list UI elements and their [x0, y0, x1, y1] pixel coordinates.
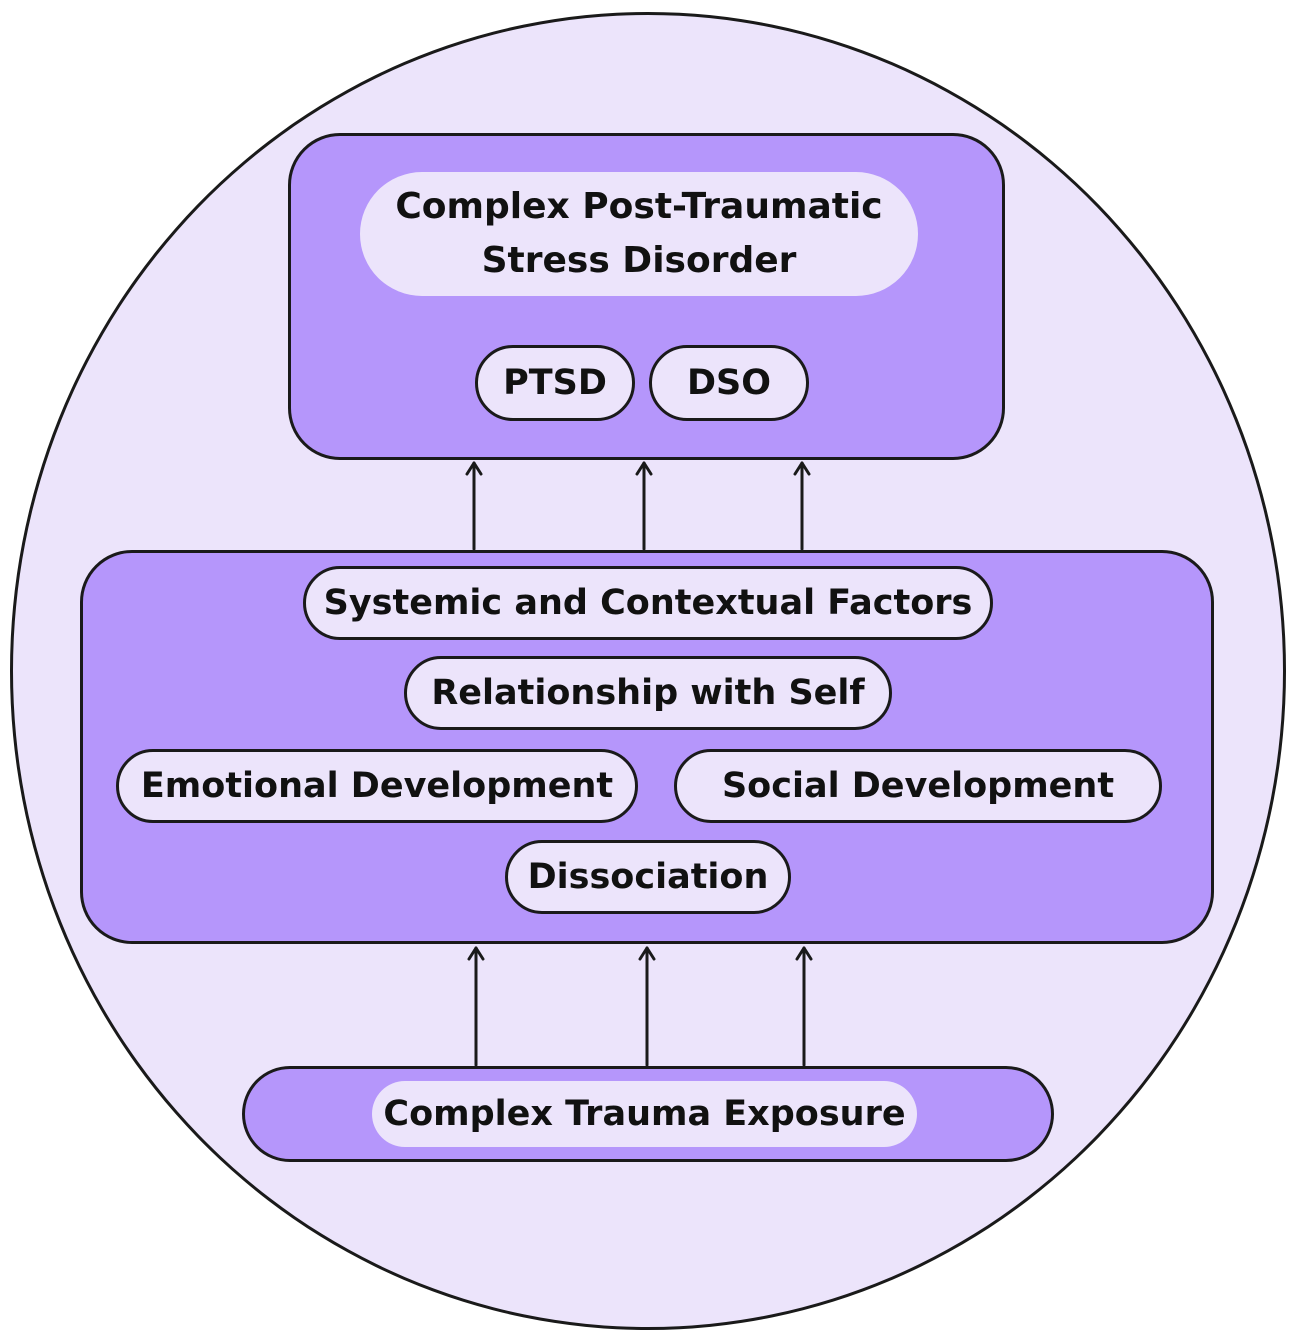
dissociation-pill: Dissociation [505, 840, 791, 914]
arrow-mid-to-top-right [793, 461, 811, 551]
cptsd-title-line-2: Stress Disorder [481, 240, 797, 281]
arrow-mid-to-top-center [635, 461, 653, 551]
arrow-mid-to-top-left [465, 461, 483, 551]
arrow-bottom-to-mid-left [467, 946, 485, 1067]
arrow-bottom-to-mid-center [638, 946, 656, 1067]
dso-pill: DSO [649, 345, 809, 421]
arrow-bottom-to-mid-right [795, 946, 813, 1067]
complex-trauma-exposure-pill: Complex Trauma Exposure [372, 1081, 917, 1147]
cptsd-title-pill: Complex Post-Traumatic Stress Disorder [360, 172, 918, 296]
cptsd-title-line-1: Complex Post-Traumatic [395, 186, 883, 227]
ptsd-pill: PTSD [475, 345, 635, 421]
social-development-pill: Social Development [674, 749, 1162, 823]
emotional-development-pill: Emotional Development [116, 749, 638, 823]
systemic-contextual-factors-pill: Systemic and Contextual Factors [303, 566, 993, 640]
relationship-with-self-pill: Relationship with Self [404, 656, 892, 730]
